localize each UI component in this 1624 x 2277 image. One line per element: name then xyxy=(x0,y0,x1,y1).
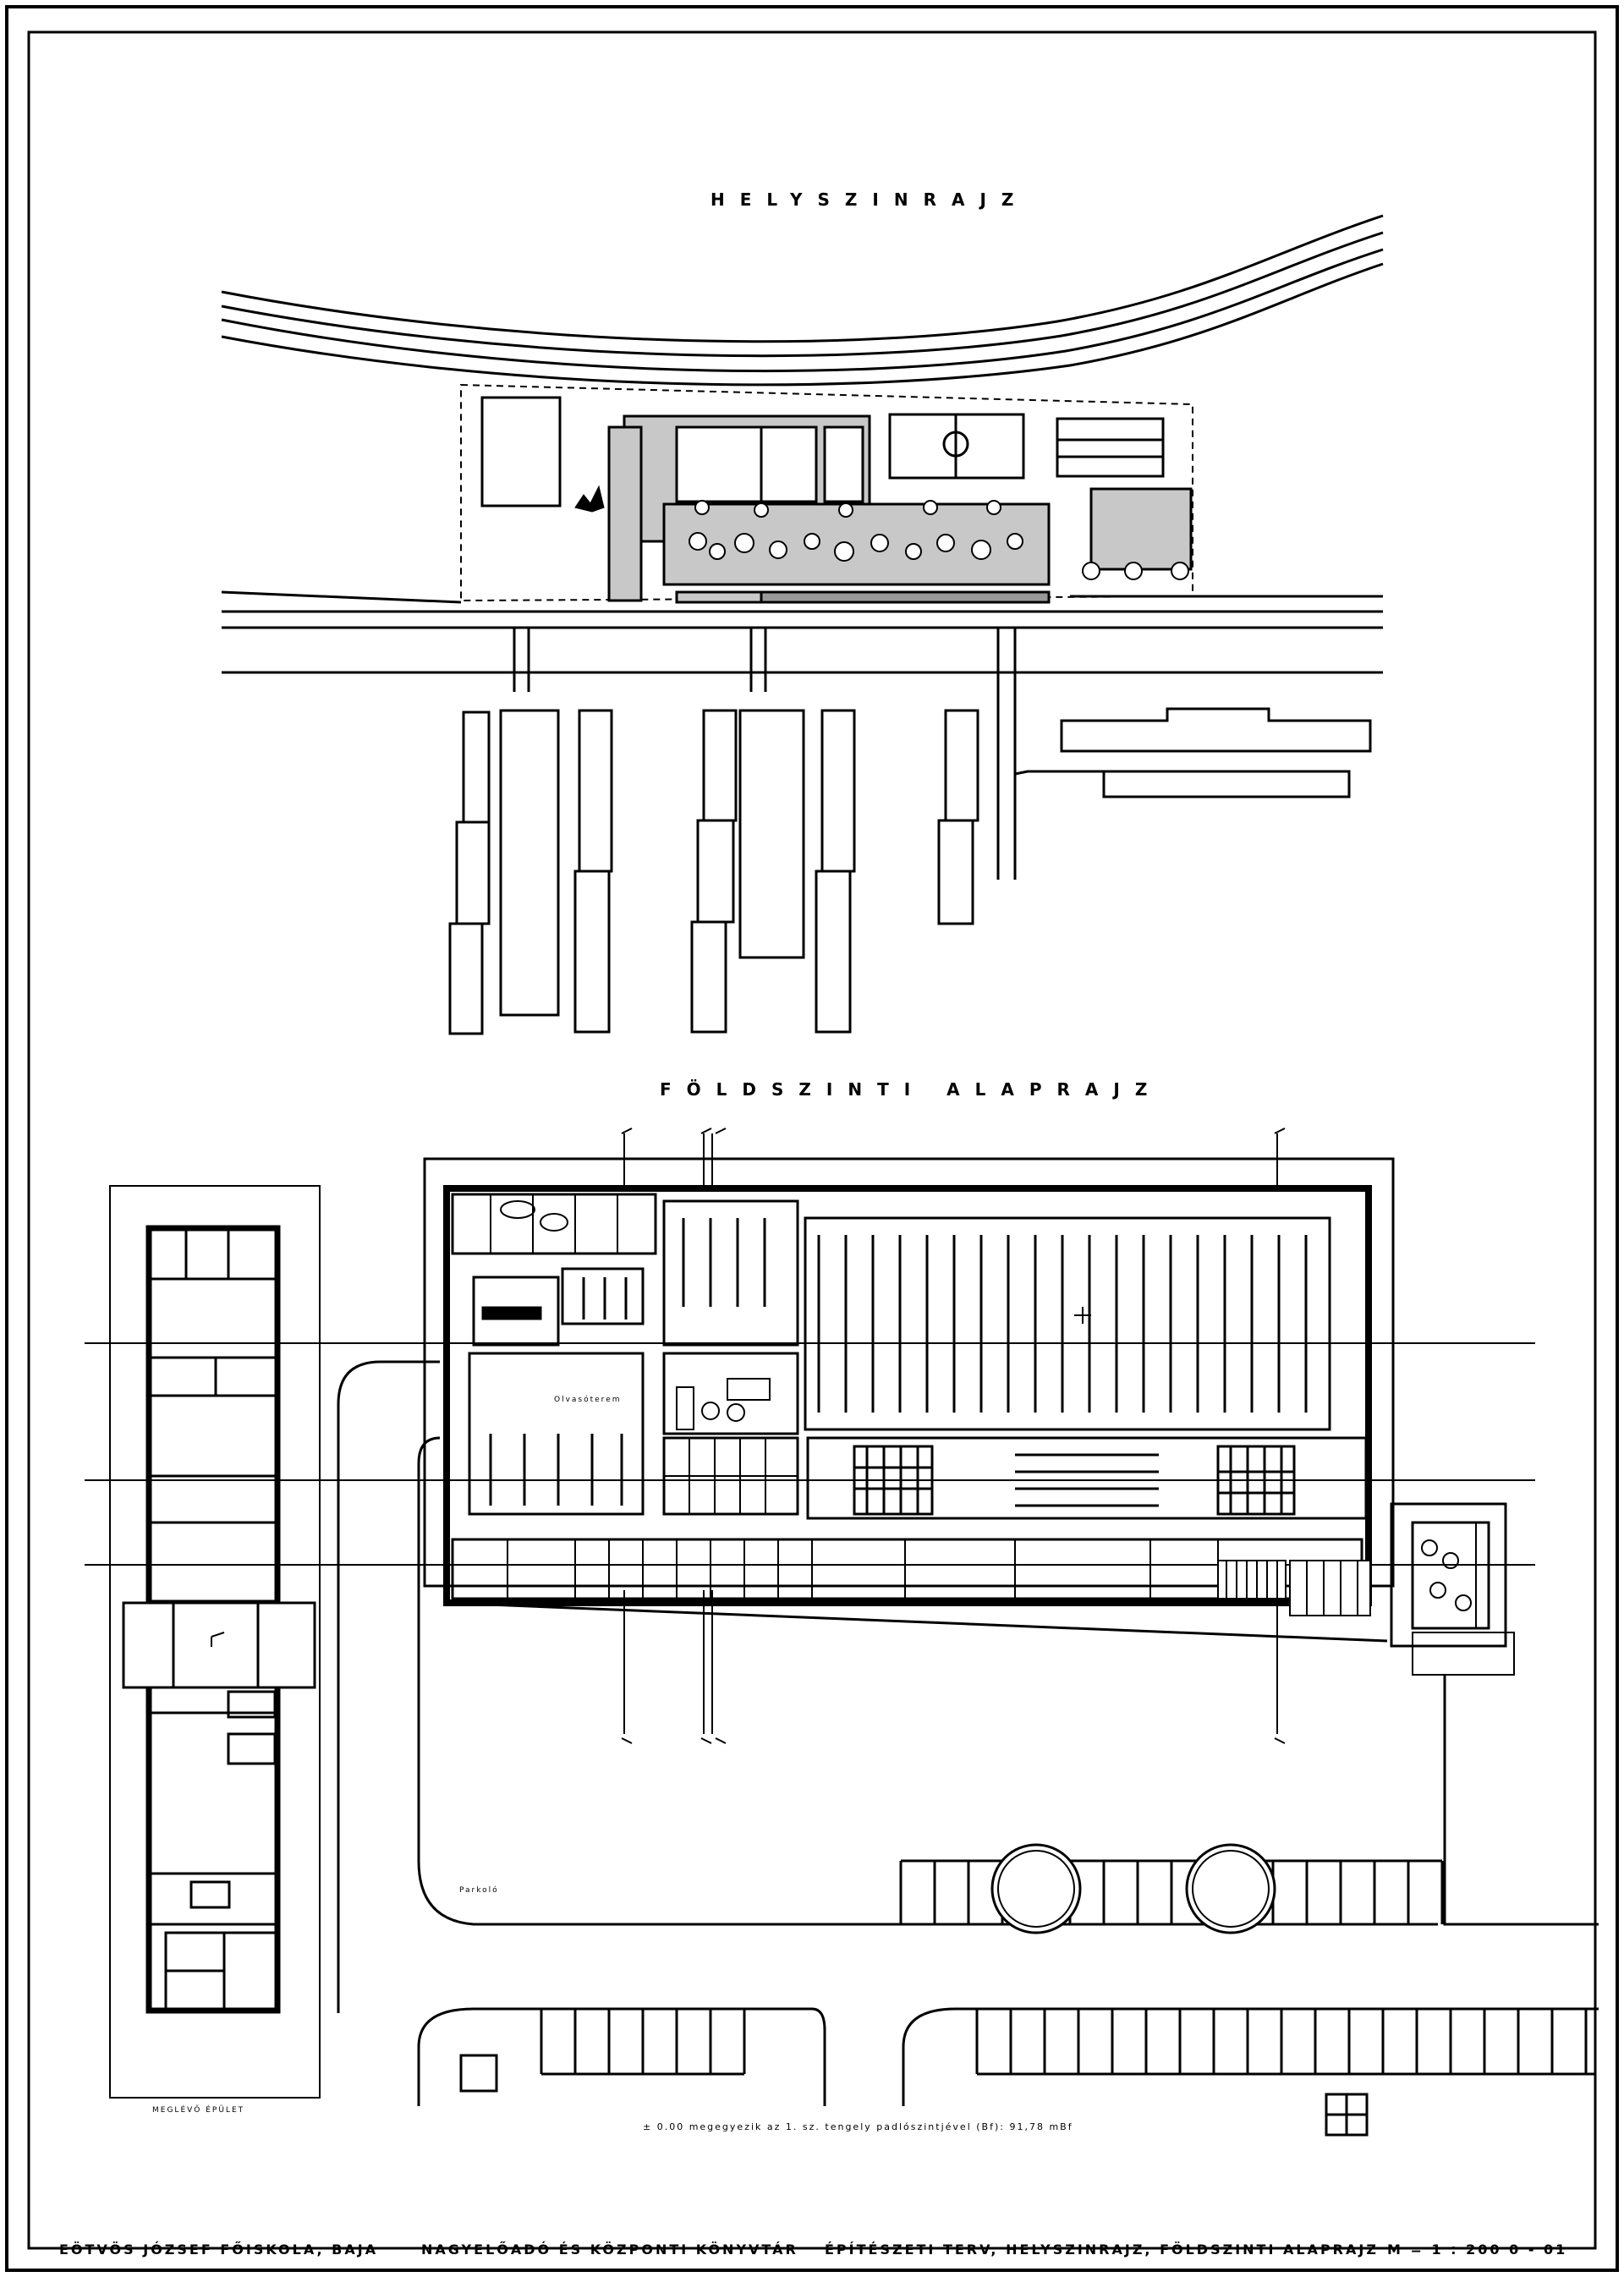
site-plan-title: HELYSZINRAJZ xyxy=(710,189,1029,210)
inner-border xyxy=(27,30,1597,2250)
footer-scale: M = 1 : 200 0 - 01 xyxy=(1387,2241,1568,2258)
ground-floor-plan-title: FÖLDSZINTI ALAPRAJZ xyxy=(660,1079,1163,1100)
small-kiosk xyxy=(459,2054,498,2093)
footer-project: NAGYELŐADÓ ÉS KÖZPONTI KÖNYVTÁR xyxy=(421,2241,798,2258)
parking-label: Parkoló xyxy=(459,1886,499,1895)
axis-markers xyxy=(621,1128,1286,1744)
south-diagonal xyxy=(446,1601,1388,1643)
site-building-right xyxy=(1056,417,1165,478)
curved-road-line-3 xyxy=(221,248,1384,373)
side-streets xyxy=(513,628,1017,880)
footpath-left xyxy=(337,1360,440,2013)
curved-road-line-1 xyxy=(221,214,1384,343)
terrace-outline xyxy=(423,1157,1395,1588)
ground-floor-plan xyxy=(85,1128,1599,2137)
parking-lot xyxy=(899,1843,1444,1934)
bookstack-hall xyxy=(804,1216,1331,1431)
residential-blocks xyxy=(448,707,1372,1035)
top-left-rooms xyxy=(451,1193,657,1255)
curved-road-line-2 xyxy=(221,231,1384,358)
existing-building-frame xyxy=(109,1185,321,2099)
footpath-right xyxy=(1443,1675,1599,1926)
site-path xyxy=(607,425,643,602)
roundabout-tree-1 xyxy=(990,1843,1082,1934)
entrance-wing xyxy=(1390,1502,1507,1648)
lecture-block xyxy=(472,1276,560,1347)
street-line-upper xyxy=(221,590,1383,604)
curved-road-line-4 xyxy=(221,262,1384,387)
service-room xyxy=(662,1352,799,1435)
reading-room xyxy=(468,1352,645,1516)
site-entry-mark xyxy=(574,485,605,513)
existing-building-label: MEGLÉVŐ ÉPÜLET xyxy=(152,2106,245,2115)
bottom-parking xyxy=(417,2007,1599,2106)
outer-border xyxy=(5,5,1619,2272)
paved-area-3 xyxy=(1089,487,1193,571)
existing-building-site xyxy=(480,396,562,508)
site-building-c xyxy=(823,425,864,503)
footer-institution: EÖTVÖS JÓZSEF FŐISKOLA, BAJA xyxy=(59,2241,379,2258)
footer-drawing: ÉPÍTÉSZETI TERV, HELYSZINRAJZ, FÖLDSZINT… xyxy=(825,2241,1379,2258)
main-building xyxy=(443,1185,1372,1606)
connector-arrow xyxy=(211,1632,225,1647)
stairs xyxy=(1217,1560,1371,1616)
site-building-b xyxy=(760,425,818,503)
study-hall-label: Olvasóterem xyxy=(554,1396,622,1404)
bookshelves xyxy=(817,1235,1308,1413)
site-building-a xyxy=(675,425,763,503)
site-parking-strip-2 xyxy=(760,590,1051,604)
reading-hall-lower xyxy=(806,1436,1368,1520)
tree-row xyxy=(689,500,1189,580)
roundabout-tree-2 xyxy=(1185,1843,1276,1934)
north-arrow-icon xyxy=(1325,2093,1369,2137)
site-plan xyxy=(221,214,1384,1035)
bookstack-cross xyxy=(1074,1307,1091,1324)
elevation-note: ± 0.00 megegyezik az 1. sz. tengely padl… xyxy=(643,2121,1073,2132)
middle-stack xyxy=(662,1199,799,1347)
footpath-left-2 xyxy=(417,1436,1438,1926)
